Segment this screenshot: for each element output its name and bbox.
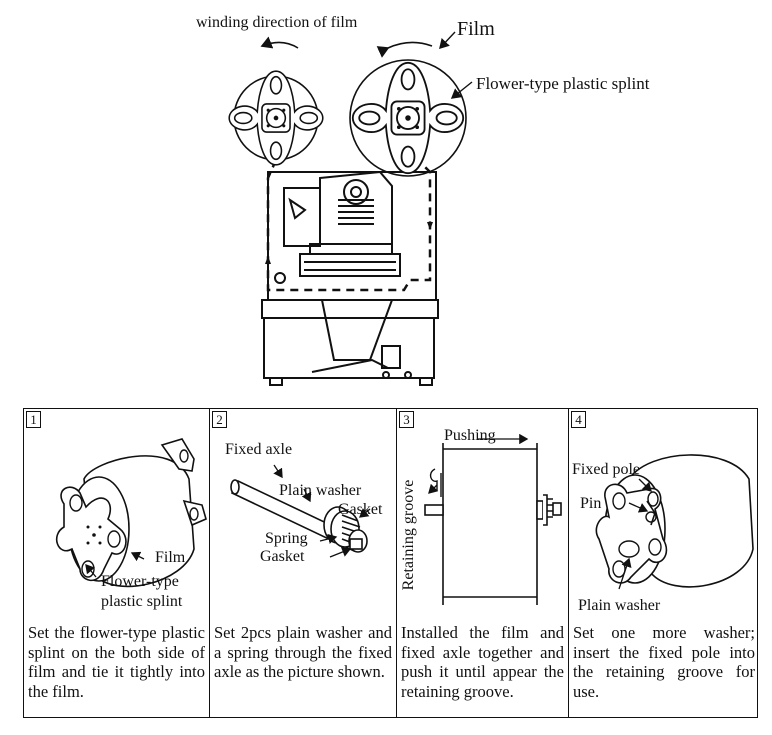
right-film-roll (349, 59, 467, 177)
step3-illustration (424, 433, 562, 605)
step-number: 2 (212, 411, 227, 428)
step-number: 1 (26, 411, 41, 428)
flower-splint-label: Flower-type plastic splint (476, 74, 650, 93)
film-label: Film (457, 18, 495, 40)
pushing-label: Pushing (444, 427, 496, 444)
step-number: 3 (399, 411, 414, 428)
step-number: 4 (571, 411, 586, 428)
step-caption: Set 2pcs plain washer and a spring throu… (214, 623, 392, 681)
right-flower-splint (351, 61, 465, 175)
step-panel-4: 4 Fixed pole Pin Plain washer Set one (568, 409, 759, 717)
left-flower-splint (228, 70, 324, 166)
spring-label: Spring (265, 530, 308, 547)
plain-washer-label: Plain washer (578, 597, 661, 614)
fixed-axle-label: Fixed axle (225, 441, 293, 458)
splint-label-line1: Flower-type (101, 573, 179, 590)
film-label: Film (155, 549, 186, 566)
plain-washer-label: Plain washer (279, 482, 362, 499)
film-path (266, 159, 432, 292)
steps-grid: 1 Film Flower-type plastic splint S (23, 408, 758, 718)
step-panel-3: 3 Pushing Retaining groove Installed the… (396, 409, 568, 717)
winding-arrow-left (260, 36, 299, 49)
winding-arrow-right (376, 41, 433, 58)
winding-direction-label: winding direction of film (196, 14, 358, 31)
step-caption: Set the flower-type plastic splint on th… (28, 623, 205, 701)
gasket-bottom-label: Gasket (260, 548, 305, 565)
step-caption: Installed the film and fixed axle togeth… (401, 623, 564, 701)
path-arrow-down (427, 222, 433, 230)
machine-diagram (228, 31, 473, 386)
step-panel-1: 1 Film Flower-type plastic splint S (24, 409, 209, 717)
step-panel-2: 2 Fixed axle Plain washer Gasket Spring … (209, 409, 396, 717)
step2-illustration (230, 464, 371, 558)
splint-label-line2: plastic splint (101, 593, 183, 610)
gasket-top-label: Gasket (338, 501, 383, 518)
pin-label: Pin (580, 495, 602, 512)
step-caption: Set one more washer; insert the fixed po… (573, 623, 755, 701)
step4-illustration (595, 454, 754, 590)
machine-body (261, 170, 439, 386)
path-arrow-up (265, 256, 271, 264)
fixed-pole-label: Fixed pole (572, 461, 640, 478)
retaining-groove-label: Retaining groove (400, 479, 417, 591)
step1-illustration (55, 438, 207, 588)
